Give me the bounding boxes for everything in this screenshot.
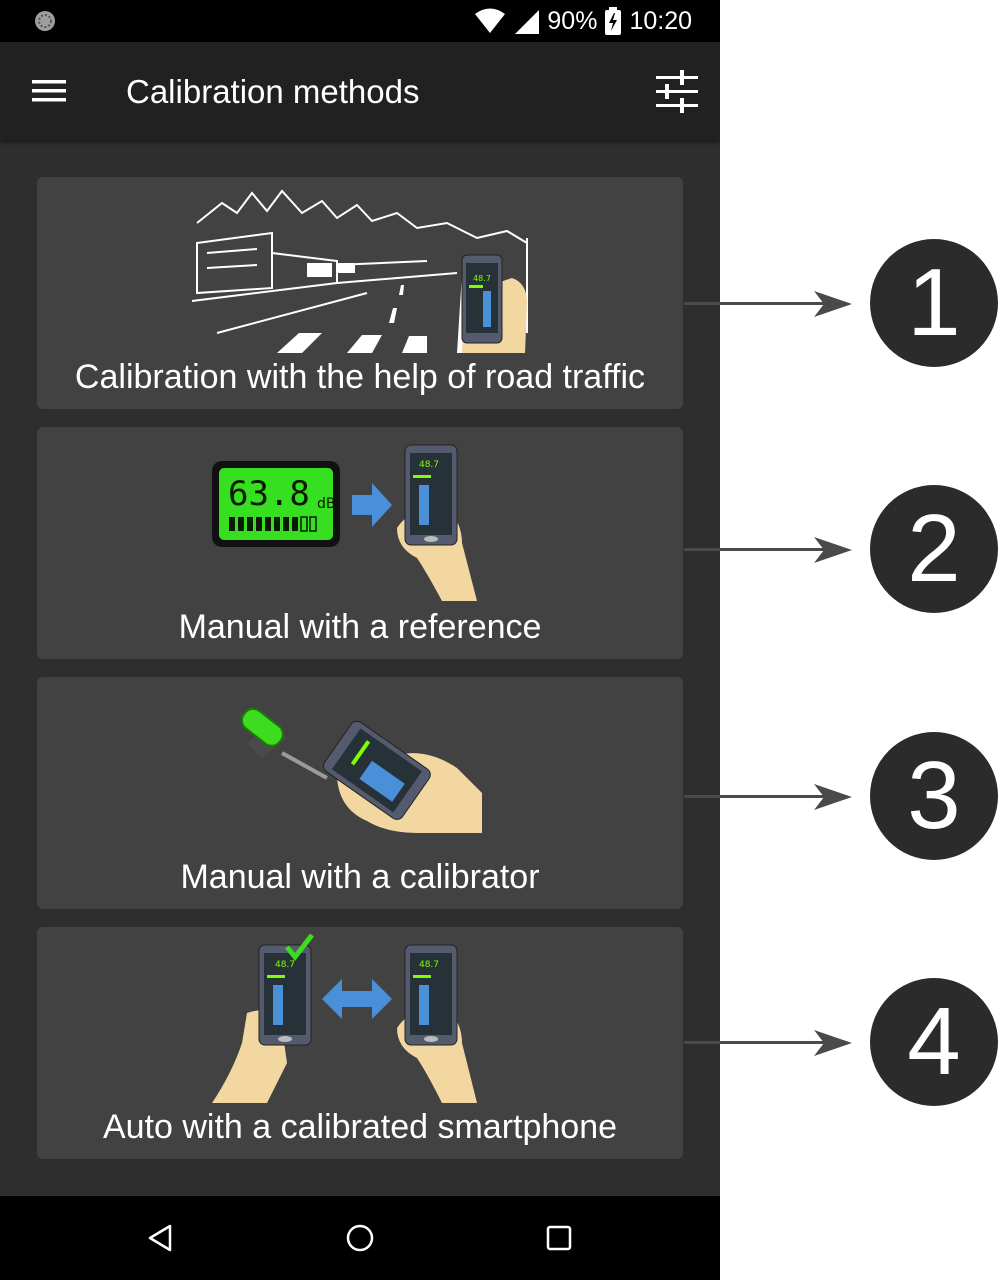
- status-bar: 90% 10:20: [0, 0, 720, 42]
- phone-to-phone-illustration: 48.7 48.7: [212, 933, 477, 1103]
- reference-meter-illustration: 63.8 dB 48.7: [212, 444, 477, 601]
- method-card-auto[interactable]: 48.7 48.7 Auto with a calibrated smartph…: [37, 927, 683, 1159]
- arrowhead-icon: [814, 291, 852, 317]
- svg-text:dB: dB: [317, 496, 336, 512]
- wifi-icon: [475, 8, 506, 33]
- right-arrow-icon: [352, 483, 392, 527]
- callout-line: [684, 795, 844, 798]
- sound-level-meter: 63.8 dB: [212, 461, 340, 547]
- calibrated-phone: 48.7: [212, 933, 314, 1103]
- arrowhead-icon: [814, 1030, 852, 1056]
- navigation-bar: [0, 1196, 720, 1280]
- callout-line: [684, 1041, 844, 1044]
- callout-line: [684, 302, 844, 305]
- clock: 10:20: [629, 7, 692, 35]
- uncalibrated-phone: 48.7: [397, 944, 477, 1103]
- hand-phone: [323, 720, 482, 833]
- method-label: Auto with a calibrated smartphone: [102, 1108, 618, 1146]
- arrowhead-icon: [814, 537, 852, 563]
- callout-number: 2: [870, 485, 998, 613]
- svg-text:63.8: 63.8: [228, 474, 310, 514]
- callout-1: 1: [684, 239, 998, 369]
- hand-phone: 48.7: [397, 444, 477, 601]
- callout-number: 1: [870, 239, 998, 367]
- battery-percent: 90%: [547, 7, 598, 35]
- settings-sliders-icon[interactable]: [652, 68, 702, 114]
- svg-text:48.7: 48.7: [473, 274, 491, 283]
- signal-icon: [515, 10, 540, 34]
- method-card-calibrator[interactable]: Manual with a calibrator: [37, 677, 683, 909]
- svg-text:48.7: 48.7: [419, 460, 439, 470]
- menu-icon[interactable]: [30, 75, 68, 107]
- callout-2: 2: [684, 485, 998, 615]
- callout-number: 3: [870, 732, 998, 860]
- method-card-road-traffic[interactable]: 48.7 Calibration with the help of road t…: [37, 177, 683, 409]
- back-icon[interactable]: [140, 1218, 180, 1258]
- recents-icon[interactable]: [539, 1218, 579, 1258]
- phone-screen: 90% 10:20 Calibration methods: [0, 0, 720, 1280]
- arrowhead-icon: [814, 784, 852, 810]
- callout-number: 4: [870, 978, 998, 1106]
- svg-text:48.7: 48.7: [419, 960, 439, 970]
- callout-line: [684, 548, 844, 551]
- hand-phone: 48.7: [461, 254, 527, 353]
- double-arrow-icon: [322, 979, 392, 1019]
- method-label: Manual with a calibrator: [180, 858, 540, 896]
- method-card-reference[interactable]: 63.8 dB 48.7: [37, 427, 683, 659]
- checkmark-icon: [285, 933, 314, 962]
- callout-4: 4: [684, 978, 998, 1108]
- method-label: Manual with a reference: [178, 608, 542, 646]
- home-icon[interactable]: [340, 1218, 380, 1258]
- notification-icon: [35, 11, 55, 31]
- road-traffic-illustration: 48.7: [191, 189, 528, 353]
- svg-text:48.7: 48.7: [275, 960, 295, 970]
- page-title: Calibration methods: [126, 73, 420, 110]
- callout-3: 3: [684, 732, 998, 862]
- app-bar: Calibration methods: [0, 42, 720, 140]
- battery-charging-icon: [605, 7, 622, 35]
- calibrator-illustration: [240, 707, 482, 833]
- calibrator-device: [240, 707, 328, 780]
- method-label: Calibration with the help of road traffi…: [74, 358, 646, 396]
